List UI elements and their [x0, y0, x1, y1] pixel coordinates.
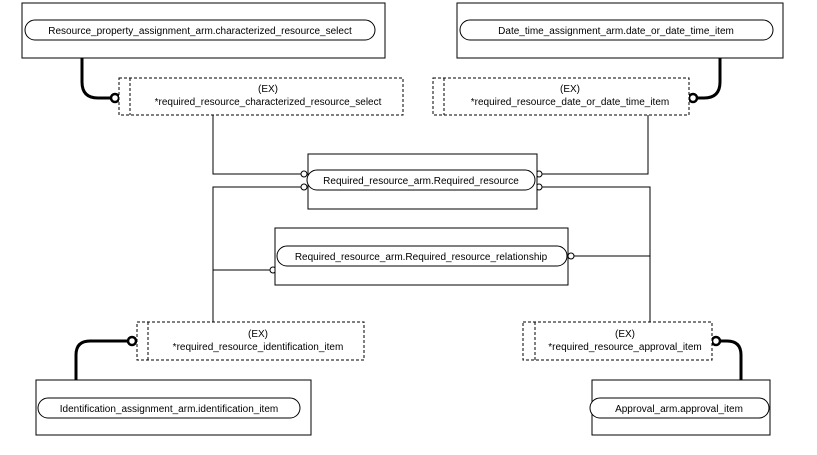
circle-relationship-right-icon — [567, 252, 575, 260]
circle-required-resource-top-left-icon — [300, 170, 308, 178]
thick-line-date — [696, 58, 722, 100]
entity-label: Identification_assignment_arm.identifica… — [60, 404, 278, 415]
entity-label: Required_resource_arm.Required_resource_… — [295, 252, 548, 263]
ex-tag: (EX) — [258, 84, 278, 95]
circle-end-identification-icon — [126, 335, 138, 347]
circle-required-resource-bottom-left-icon — [300, 183, 308, 191]
ex-date-or-date-time-item[interactable]: (EX) *required_resource_date_or_date_tim… — [432, 77, 690, 116]
ex-tag: (EX) — [560, 84, 580, 95]
circle-end-approval-icon — [710, 335, 722, 347]
ex-tag: (EX) — [248, 329, 268, 340]
relationship-lines — [212, 115, 651, 322]
ex-approval-item[interactable]: (EX) *required_resource_approval_item — [522, 321, 713, 361]
entity-approval-item[interactable]: Approval_arm.approval_item — [589, 379, 771, 436]
entity-date-time-item[interactable]: Date_time_assignment_arm.date_or_date_ti… — [456, 2, 784, 59]
ex-name: *required_resource_identification_item — [173, 342, 344, 353]
entity-identification-item[interactable]: Identification_assignment_arm.identifica… — [35, 379, 312, 436]
thick-line-characterized — [80, 58, 112, 100]
line-required-resource-to-identification — [212, 186, 304, 322]
circle-end-date-icon — [687, 92, 699, 104]
entity-required-resource[interactable]: Required_resource_arm.Required_resource — [306, 153, 538, 210]
thick-line-identification — [74, 339, 128, 380]
ex-name: *required_resource_date_or_date_time_ite… — [471, 97, 669, 108]
ex-identification-item[interactable]: (EX) *required_resource_identification_i… — [136, 321, 365, 361]
entity-label: Approval_arm.approval_item — [615, 404, 743, 415]
entity-label: Resource_property_assignment_arm.charact… — [48, 26, 352, 37]
line-date-to-required-resource — [541, 115, 649, 175]
circle-end-characterized-icon — [109, 92, 121, 104]
entity-required-resource-relationship[interactable]: Required_resource_arm.Required_resource_… — [274, 227, 569, 286]
ex-characterized-resource-select[interactable]: (EX) *required_resource_characterized_re… — [118, 77, 404, 116]
ex-name: *required_resource_characterized_resourc… — [155, 97, 382, 108]
entity-resource-property-select[interactable]: Resource_property_assignment_arm.charact… — [21, 2, 386, 59]
select-connectors — [74, 58, 743, 380]
thick-line-approval — [719, 339, 743, 380]
ex-name: *required_resource_approval_item — [548, 342, 701, 353]
line-required-resource-to-approval — [541, 186, 651, 322]
select-end-circles — [109, 92, 722, 347]
ex-tag: (EX) — [615, 329, 635, 340]
line-characterized-to-required-resource — [212, 115, 304, 175]
entity-label: Required_resource_arm.Required_resource — [323, 176, 519, 187]
entity-label: Date_time_assignment_arm.date_or_date_ti… — [498, 26, 734, 37]
